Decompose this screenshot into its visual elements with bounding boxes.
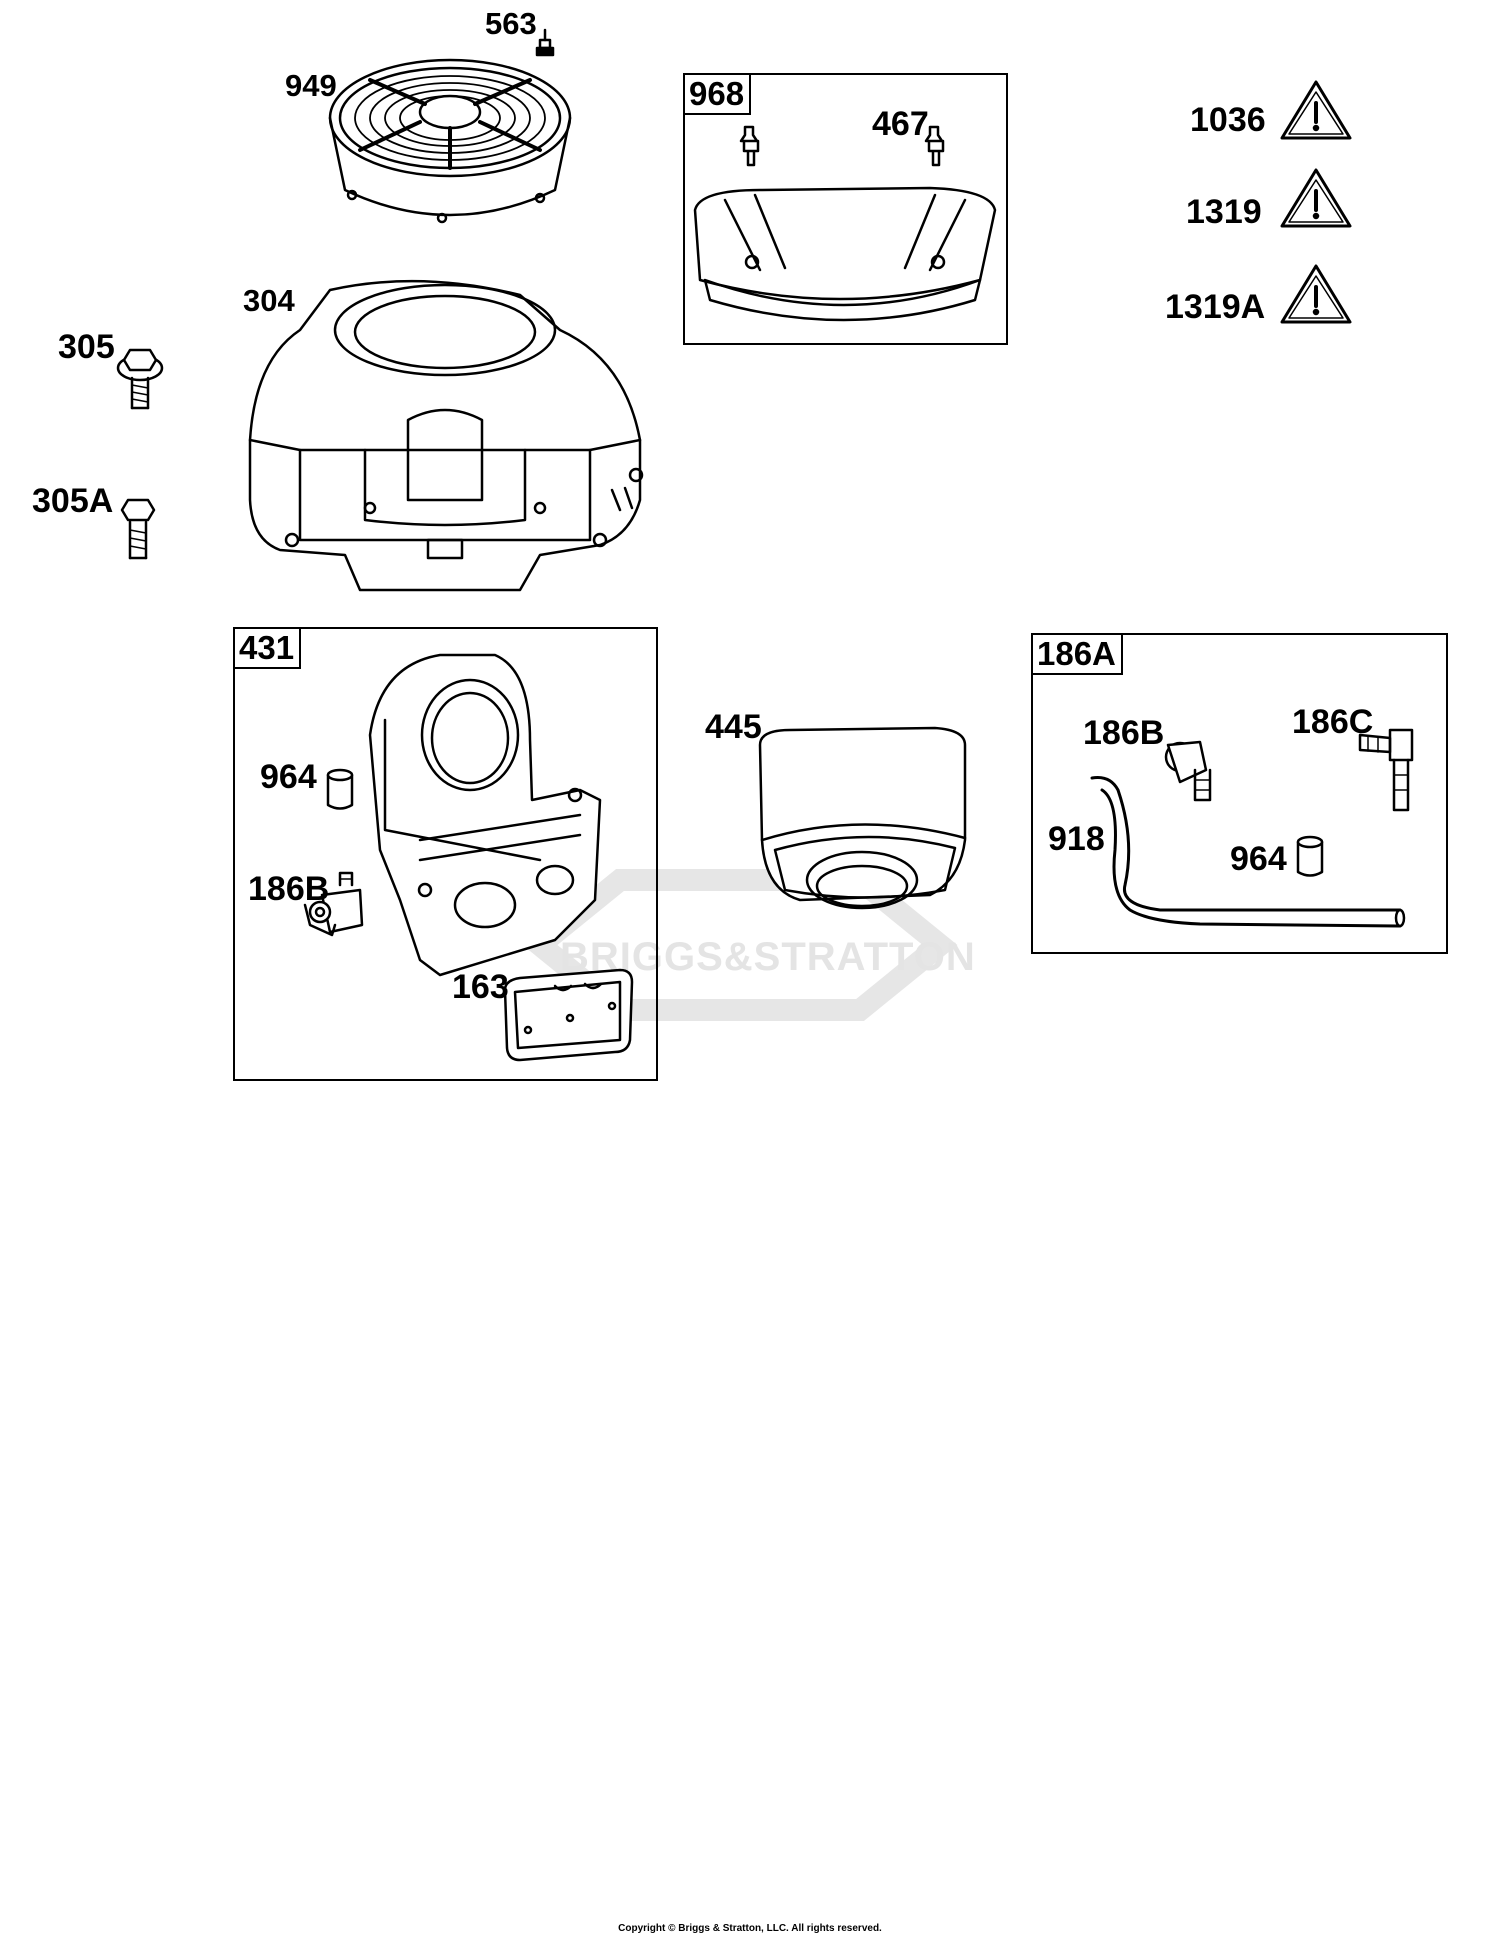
part-186B-fitting-b [1164,740,1212,802]
group-label-968: 968 [685,75,752,115]
part-label-467: 467 [872,105,929,143]
part-563-screw [535,28,555,57]
group-label-186A: 186A [1033,635,1123,675]
part-964-tube-a [326,768,354,810]
copyright-notice: Copyright © Briggs & Stratton, LLC. All … [618,1923,882,1934]
part-label-186B: 186B [1083,714,1165,752]
group-box-968 [683,73,1008,345]
part-467-studs [739,125,945,167]
part-186B-fitting-a [303,871,364,937]
warning-triangle-icon [1280,168,1352,228]
part-label-964: 964 [260,758,317,796]
part-186C-fitting [1358,728,1414,812]
part-431-air-cleaner-base [368,653,602,977]
part-304-blower-housing [248,279,644,592]
part-label-163: 163 [452,968,509,1006]
warning-triangle-icon [1280,264,1352,324]
part-label-964: 964 [1230,840,1287,878]
part-964-tube-b [1296,835,1324,877]
part-968-air-cleaner-cover [693,186,997,322]
part-label-445: 445 [705,708,762,746]
group-box-431 [233,627,658,1081]
part-445-air-filter [758,726,967,910]
part-163-gasket [503,968,634,1062]
part-label-304: 304 [243,283,295,318]
part-label-186C: 186C [1292,703,1374,741]
group-box-186A [1031,633,1448,954]
part-label-949: 949 [285,68,337,103]
part-label-563: 563 [485,6,537,41]
part-label-305A: 305A [32,482,114,520]
part-918-hose [1090,776,1406,928]
part-949-fan-screen [328,58,572,224]
part-label-918: 918 [1048,820,1105,858]
group-label-431: 431 [235,629,302,669]
part-305-bolt [116,348,164,410]
part-305A-bolt [120,498,156,560]
part-label-1036: 1036 [1190,101,1266,139]
part-label-1319: 1319 [1186,193,1262,231]
part-label-1319A: 1319A [1165,288,1266,326]
part-label-186B: 186B [248,870,330,908]
warning-triangle-icon [1280,80,1352,140]
part-label-305: 305 [58,328,115,366]
